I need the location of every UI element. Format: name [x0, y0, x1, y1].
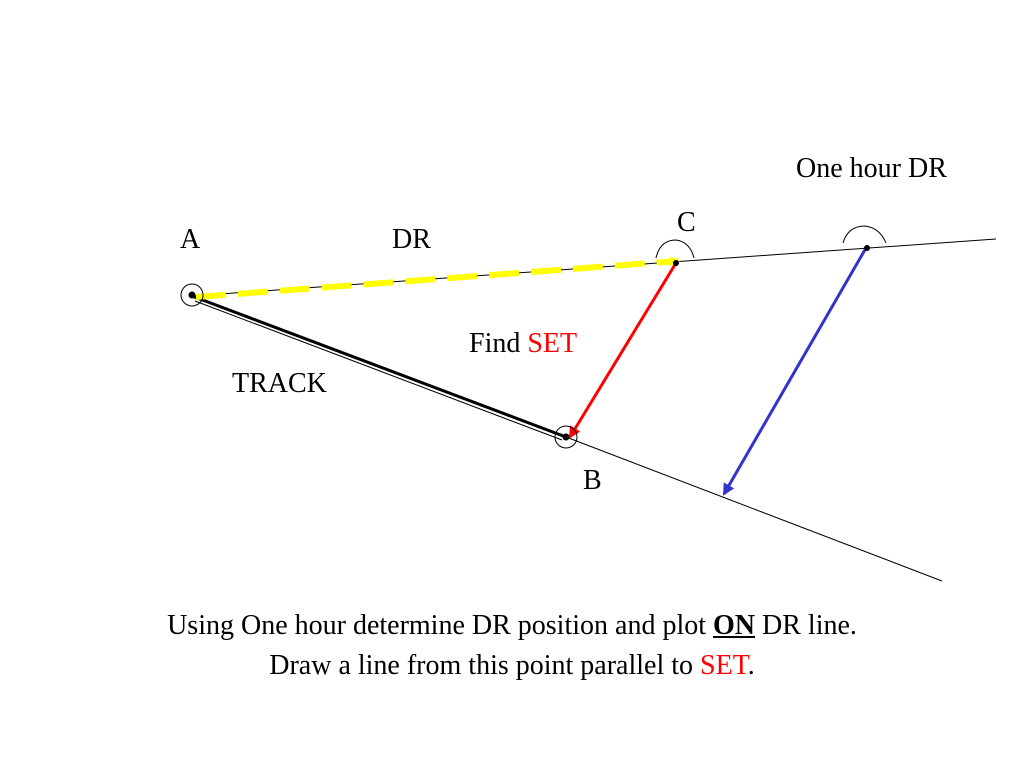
- one-hour-dr-symbol: [842, 225, 887, 244]
- track-line-shadow: [194, 300, 563, 441]
- caption-line-2: Draw a line from this point parallel to …: [0, 648, 1024, 684]
- caption-line2-before: Draw a line from this point parallel to: [269, 650, 694, 681]
- dr-vector-arrow: [195, 256, 680, 300]
- parallel-set-arrow: [722, 247, 868, 496]
- label-dr: DR: [392, 224, 431, 255]
- label-point-a: A: [180, 224, 201, 255]
- point-c-dot: [673, 260, 679, 266]
- label-find: Find: [469, 328, 521, 359]
- caption-line1-emphasis: ON: [713, 610, 756, 641]
- caption-line-1: Using One hour determine DR position and…: [0, 608, 1024, 644]
- label-track: TRACK: [232, 368, 327, 399]
- caption-line1-before: Using One hour determine DR position and…: [167, 610, 707, 641]
- point-b-dot: [562, 433, 570, 441]
- caption-line2-set: SET: [700, 650, 748, 681]
- point-a-dot: [188, 291, 196, 299]
- set-vector-arrow: [568, 262, 678, 439]
- label-one-hour-dr: One hour DR: [796, 153, 947, 184]
- caption-line2-after: .: [747, 650, 755, 681]
- point-c-dr-symbol: [655, 239, 695, 259]
- track-extension-line: [565, 436, 943, 582]
- track-line: [191, 294, 567, 439]
- point-a-fix-circle: [180, 283, 204, 307]
- one-hour-dr-dot: [864, 245, 870, 251]
- label-set: SET: [527, 328, 578, 359]
- point-b-fix-circle: [554, 425, 578, 449]
- caption-line1-after: DR line.: [762, 610, 857, 641]
- label-find-set: Find SET: [469, 328, 577, 360]
- label-point-c: C: [677, 207, 696, 238]
- label-point-b: B: [583, 465, 602, 496]
